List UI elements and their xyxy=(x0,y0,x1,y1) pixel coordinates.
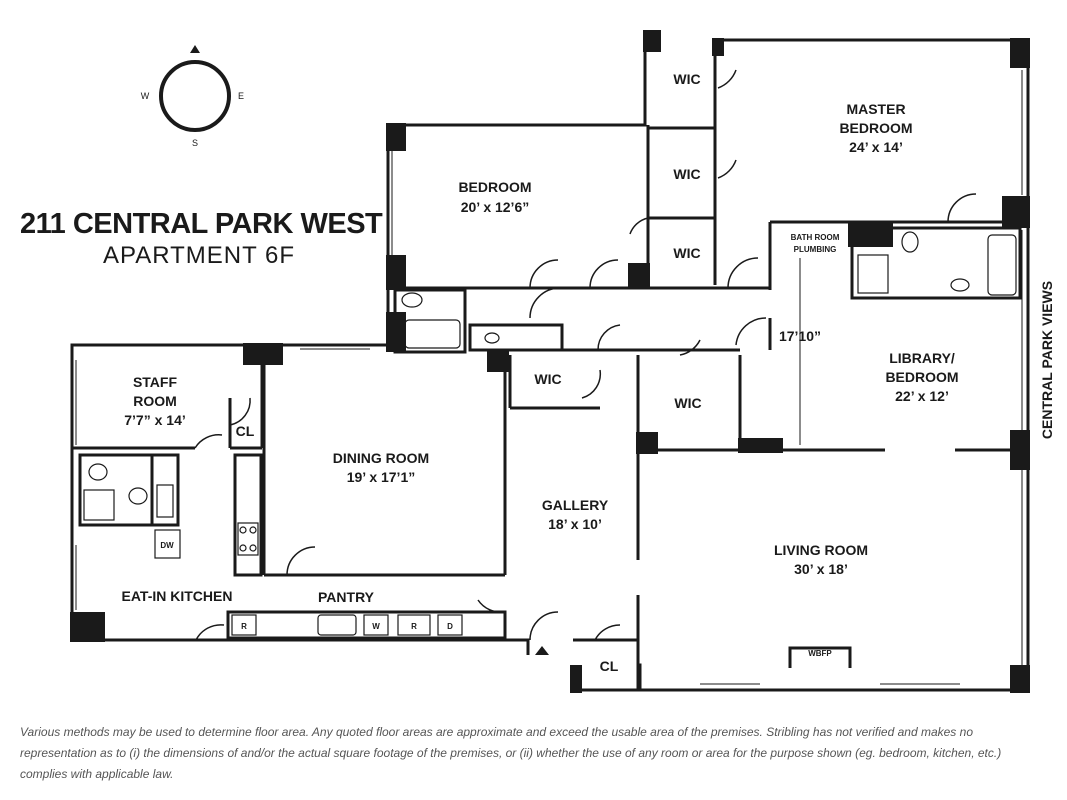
wic-label: WIC xyxy=(673,245,700,261)
plumbing-label: BATH ROOM xyxy=(791,233,840,242)
wic-label: WIC xyxy=(673,71,700,87)
compass-icon xyxy=(159,60,231,132)
master-bedroom-size: 24’ x 14’ xyxy=(849,139,903,155)
master-bedroom-label-2: BEDROOM xyxy=(839,120,912,136)
staff-room-label: STAFF xyxy=(133,374,178,390)
wic-label: WIC xyxy=(534,371,561,387)
plumbing-label-2: PLUMBING xyxy=(794,245,837,254)
washer-label: W xyxy=(372,622,380,631)
pantry-label: PANTRY xyxy=(318,589,375,605)
entry-arrow-icon xyxy=(535,646,549,655)
closet-label: CL xyxy=(600,658,619,674)
kitchen-label: EAT-IN KITCHEN xyxy=(122,588,233,604)
library-size: 22’ x 12’ xyxy=(895,388,949,404)
master-bedroom-label: MASTER xyxy=(846,101,905,117)
dining-room-label: DINING ROOM xyxy=(333,450,429,466)
outer-wall xyxy=(573,595,640,692)
dryer-label: D xyxy=(447,622,453,631)
north-arrow-icon xyxy=(190,45,200,53)
refrigerator-label: R xyxy=(241,622,247,631)
bedroom-size: 20’ x 12’6” xyxy=(461,199,530,215)
central-park-views-label: CENTRAL PARK VIEWS xyxy=(1039,281,1055,439)
bedroom-label: BEDROOM xyxy=(458,179,531,195)
dimension-label: 17’10” xyxy=(779,328,821,344)
dining-room-size: 19’ x 17’1” xyxy=(347,469,416,485)
gallery-size: 18’ x 10’ xyxy=(548,516,602,532)
outer-wall xyxy=(70,343,505,642)
outer-wall xyxy=(386,32,647,345)
gallery-label: GALLERY xyxy=(542,497,609,513)
dishwasher-label: DW xyxy=(160,541,174,550)
disclaimer-text: Various methods may be used to determine… xyxy=(20,725,1002,781)
closet-label: CL xyxy=(236,423,255,439)
living-room-size: 30’ x 18’ xyxy=(794,561,848,577)
wic-label: WIC xyxy=(674,395,701,411)
outer-wall xyxy=(638,38,1030,692)
staff-room-size: 7’7” x 14’ xyxy=(124,412,186,428)
compass-south-label: S xyxy=(192,138,198,148)
staff-room-label-2: ROOM xyxy=(133,393,177,409)
refrigerator-label: R xyxy=(411,622,417,631)
living-room-label: LIVING ROOM xyxy=(774,542,868,558)
fireplace-label: WBFP xyxy=(808,649,832,658)
wic-label: WIC xyxy=(673,166,700,182)
outer-wall xyxy=(505,638,530,655)
library-label-2: BEDROOM xyxy=(885,369,958,385)
building-title: 211 CENTRAL PARK WEST xyxy=(20,208,383,240)
compass-west-label: W xyxy=(141,91,150,101)
compass-east-label: E xyxy=(238,91,244,101)
apartment-title: APARTMENT 6F xyxy=(103,242,296,269)
library-label: LIBRARY/ xyxy=(889,350,955,366)
floor-plan: W E S MASTER BEDROOM 24’ x 14’ BEDROOM 2… xyxy=(70,30,1055,693)
